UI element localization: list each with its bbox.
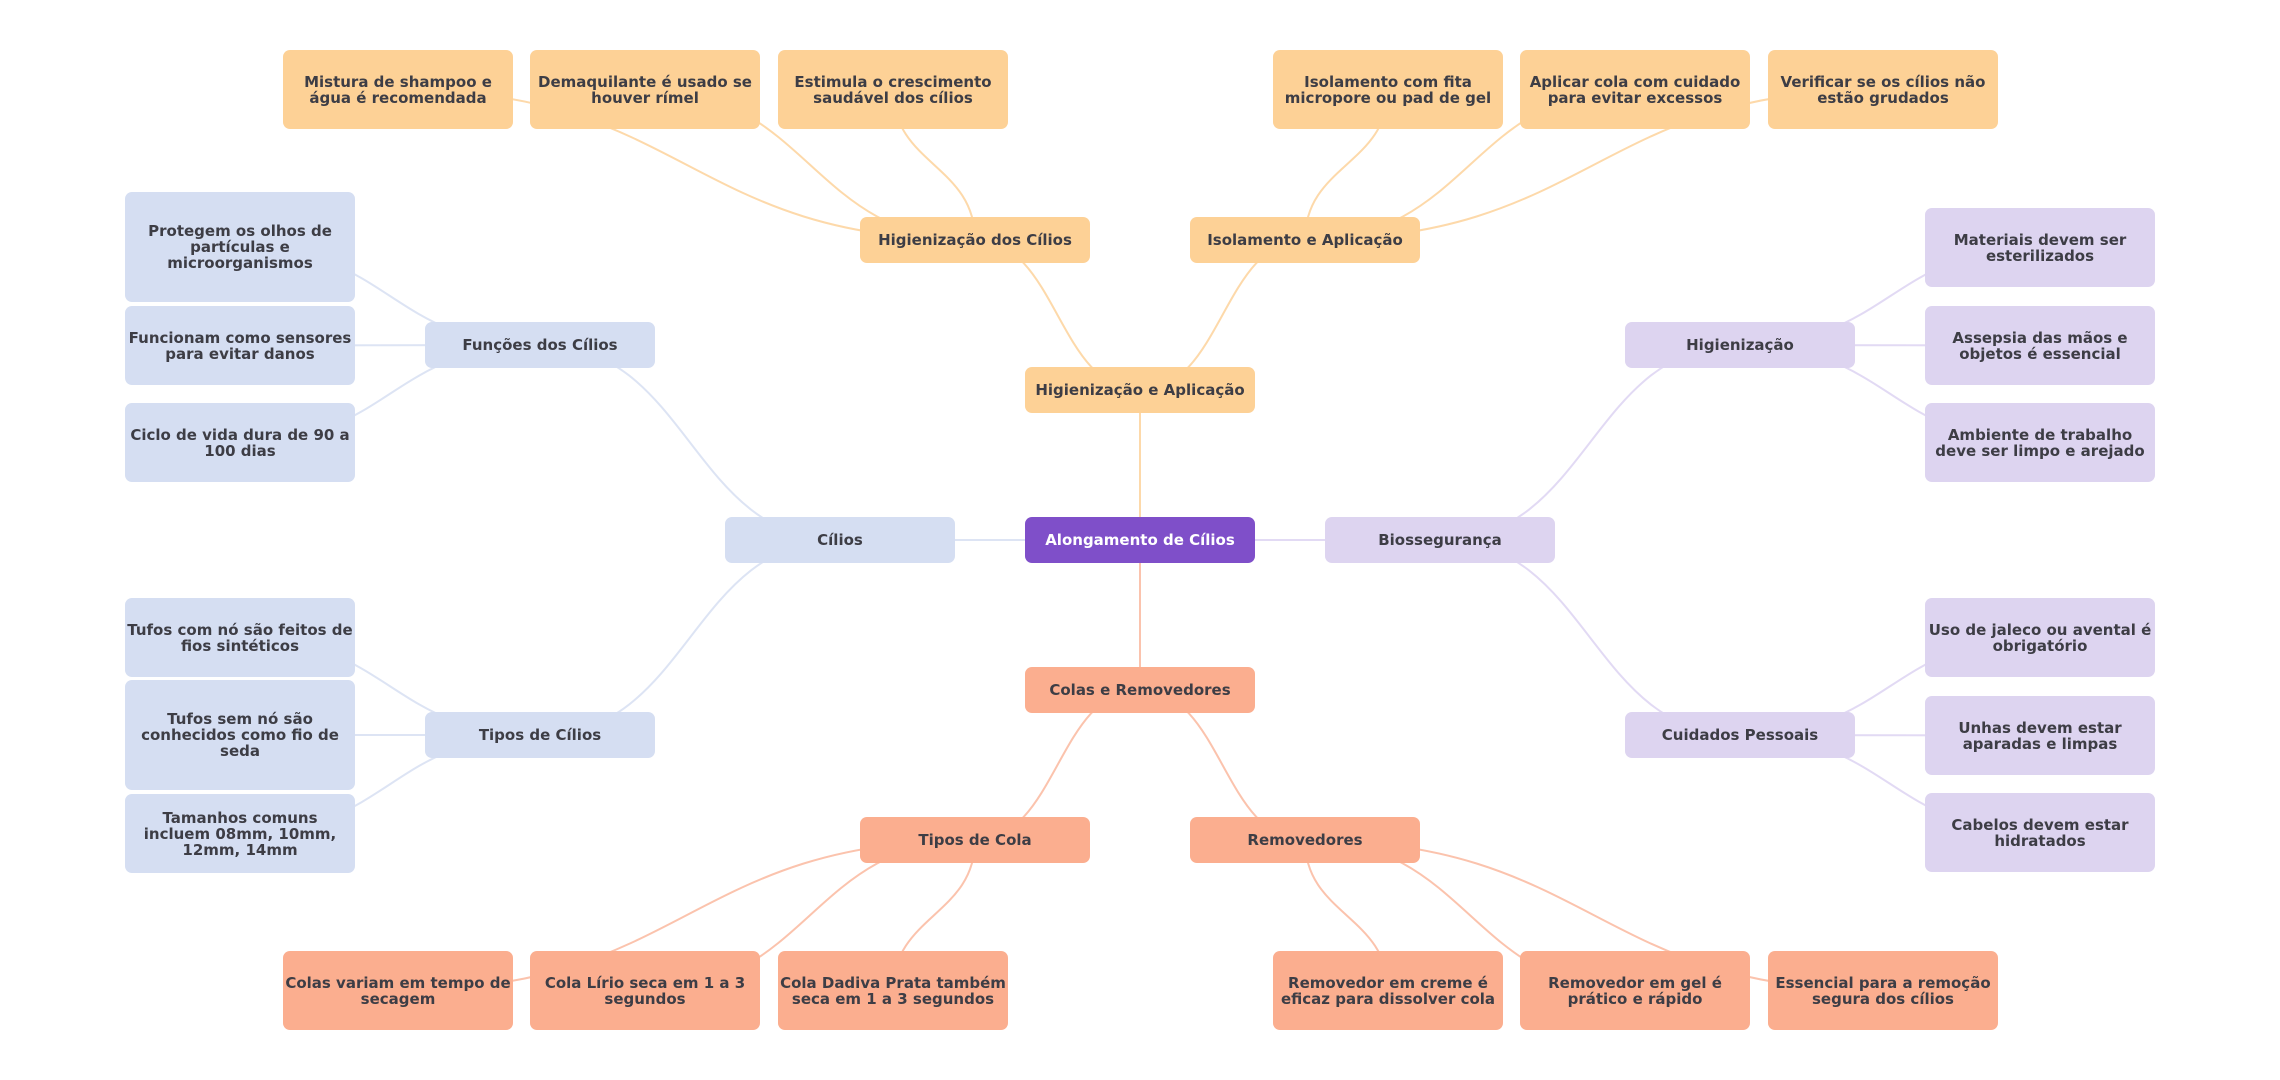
leaf-node[interactable]: Tufos sem nó são conhecidos como fio de … <box>125 680 355 790</box>
leaf-label: Demaquilante é usado se houver rímel <box>538 72 752 107</box>
leaf-label: Ambiente de trabalho deve ser limpo e ar… <box>1935 425 2145 460</box>
leaf-label: Removedor em creme é eficaz para dissolv… <box>1280 973 1496 1008</box>
leaf-label: Aplicar cola com cuidado para evitar exc… <box>1529 72 1741 107</box>
leaf-node[interactable]: Aplicar cola com cuidado para evitar exc… <box>1520 50 1750 129</box>
leaf-node[interactable]: Uso de jaleco ou avental é obrigatório <box>1925 598 2155 677</box>
leaf-label: Materiais devem ser esterilizados <box>1953 230 2127 265</box>
leaf-label: Cola Lírio seca em 1 a 3 segundos <box>544 973 746 1008</box>
leaf-label: Estimula o crescimento saudável dos cíli… <box>794 72 992 107</box>
leaf-node[interactable]: Mistura de shampoo e água é recomendada <box>283 50 513 129</box>
branch-label: Colas e Removedores <box>1049 681 1231 699</box>
branch-biosseguranca[interactable]: Biossegurança <box>1325 517 1555 563</box>
topic-label: Cuidados Pessoais <box>1661 726 1819 744</box>
topic-funcoes-cilios[interactable]: Funções dos Cílios <box>425 322 655 368</box>
leaf-node[interactable]: Unhas devem estar aparadas e limpas <box>1925 696 2155 775</box>
leaf-label: Isolamento com fita micropore ou pad de … <box>1284 72 1492 107</box>
leaf-node[interactable]: Cola Dadiva Prata também seca em 1 a 3 s… <box>778 951 1008 1030</box>
leaf-node[interactable]: Essencial para a remoção segura dos cíli… <box>1768 951 1998 1030</box>
topic-label: Funções dos Cílios <box>462 336 618 354</box>
topic-higienizacao-cilios[interactable]: Higienização dos Cílios <box>860 217 1090 263</box>
leaf-node[interactable]: Protegem os olhos de partículas e microo… <box>125 192 355 302</box>
topic-removedores[interactable]: Removedores <box>1190 817 1420 863</box>
branch-label: Biossegurança <box>1378 531 1502 549</box>
connector-line <box>539 539 841 736</box>
branch-colas-removedores[interactable]: Colas e Removedores <box>1025 667 1255 713</box>
root-node[interactable]: Alongamento de Cílios <box>1025 517 1255 563</box>
leaf-node[interactable]: Verificar se os cílios não estão grudado… <box>1768 50 1998 129</box>
leaf-node[interactable]: Removedor em gel é prático e rápido <box>1520 951 1750 1030</box>
leaf-label: Colas variam em tempo de secagem <box>285 973 511 1008</box>
topic-label: Removedores <box>1247 831 1363 849</box>
branch-label: Cílios <box>817 531 863 549</box>
leaf-node[interactable]: Cabelos devem estar hidratados <box>1925 793 2155 872</box>
leaf-label: Cola Dadiva Prata também seca em 1 a 3 s… <box>780 973 1006 1008</box>
leaf-label: Removedor em gel é prático e rápido <box>1548 973 1722 1008</box>
leaf-label: Funcionam como sensores para evitar dano… <box>128 328 352 363</box>
branch-higienizacao-aplicacao[interactable]: Higienização e Aplicação <box>1025 367 1255 413</box>
leaf-node[interactable]: Assepsia das mãos e objetos é essencial <box>1925 306 2155 385</box>
leaf-label: Assepsia das mãos e objetos é essencial <box>1952 328 2128 363</box>
branch-cilios[interactable]: Cílios <box>725 517 955 563</box>
connector-line <box>1439 539 1741 736</box>
leaf-node[interactable]: Ciclo de vida dura de 90 a 100 dias <box>125 403 355 482</box>
topic-label: Higienização <box>1686 336 1794 354</box>
leaf-node[interactable]: Tufos com nó são feitos de fios sintétic… <box>125 598 355 677</box>
branch-label: Higienização e Aplicação <box>1035 381 1245 399</box>
leaf-node[interactable]: Ambiente de trabalho deve ser limpo e ar… <box>1925 403 2155 482</box>
leaf-node[interactable]: Removedor em creme é eficaz para dissolv… <box>1273 951 1503 1030</box>
topic-label: Tipos de Cílios <box>478 726 602 744</box>
topic-higienizacao[interactable]: Higienização <box>1625 322 1855 368</box>
leaf-label: Unhas devem estar aparadas e limpas <box>1958 718 2122 753</box>
topic-label: Isolamento e Aplicação <box>1207 231 1403 249</box>
topic-isolamento-aplicacao[interactable]: Isolamento e Aplicação <box>1190 217 1420 263</box>
leaf-label: Ciclo de vida dura de 90 a 100 dias <box>130 425 350 460</box>
leaf-label: Essencial para a remoção segura dos cíli… <box>1775 973 1991 1008</box>
topic-label: Tipos de Cola <box>918 831 1032 849</box>
connector-line <box>539 344 841 541</box>
leaf-node[interactable]: Tamanhos comuns incluem 08mm, 10mm, 12mm… <box>125 794 355 873</box>
topic-cuidados-pessoais[interactable]: Cuidados Pessoais <box>1625 712 1855 758</box>
topic-tipos-cilios[interactable]: Tipos de Cílios <box>425 712 655 758</box>
root-label: Alongamento de Cílios <box>1045 531 1235 549</box>
connector-line <box>1439 344 1741 541</box>
leaf-node[interactable]: Demaquilante é usado se houver rímel <box>530 50 760 129</box>
leaf-label: Cabelos devem estar hidratados <box>1951 815 2129 850</box>
leaf-label: Tufos sem nó são conhecidos como fio de … <box>141 710 339 760</box>
leaf-node[interactable]: Isolamento com fita micropore ou pad de … <box>1273 50 1503 129</box>
leaf-label: Uso de jaleco ou avental é obrigatório <box>1928 620 2152 655</box>
leaf-label: Tufos com nó são feitos de fios sintétic… <box>127 620 353 655</box>
topic-tipos-cola[interactable]: Tipos de Cola <box>860 817 1090 863</box>
leaf-label: Tamanhos comuns incluem 08mm, 10mm, 12mm… <box>143 808 337 859</box>
leaf-node[interactable]: Funcionam como sensores para evitar dano… <box>125 306 355 385</box>
leaf-label: Mistura de shampoo e água é recomendada <box>304 72 492 107</box>
leaf-node[interactable]: Cola Lírio seca em 1 a 3 segundos <box>530 951 760 1030</box>
leaf-node[interactable]: Materiais devem ser esterilizados <box>1925 208 2155 287</box>
leaf-node[interactable]: Colas variam em tempo de secagem <box>283 951 513 1030</box>
leaf-node[interactable]: Estimula o crescimento saudável dos cíli… <box>778 50 1008 129</box>
leaf-label: Protegem os olhos de partículas e microo… <box>148 222 332 272</box>
leaf-label: Verificar se os cílios não estão grudado… <box>1780 72 1986 107</box>
topic-label: Higienização dos Cílios <box>878 231 1072 249</box>
